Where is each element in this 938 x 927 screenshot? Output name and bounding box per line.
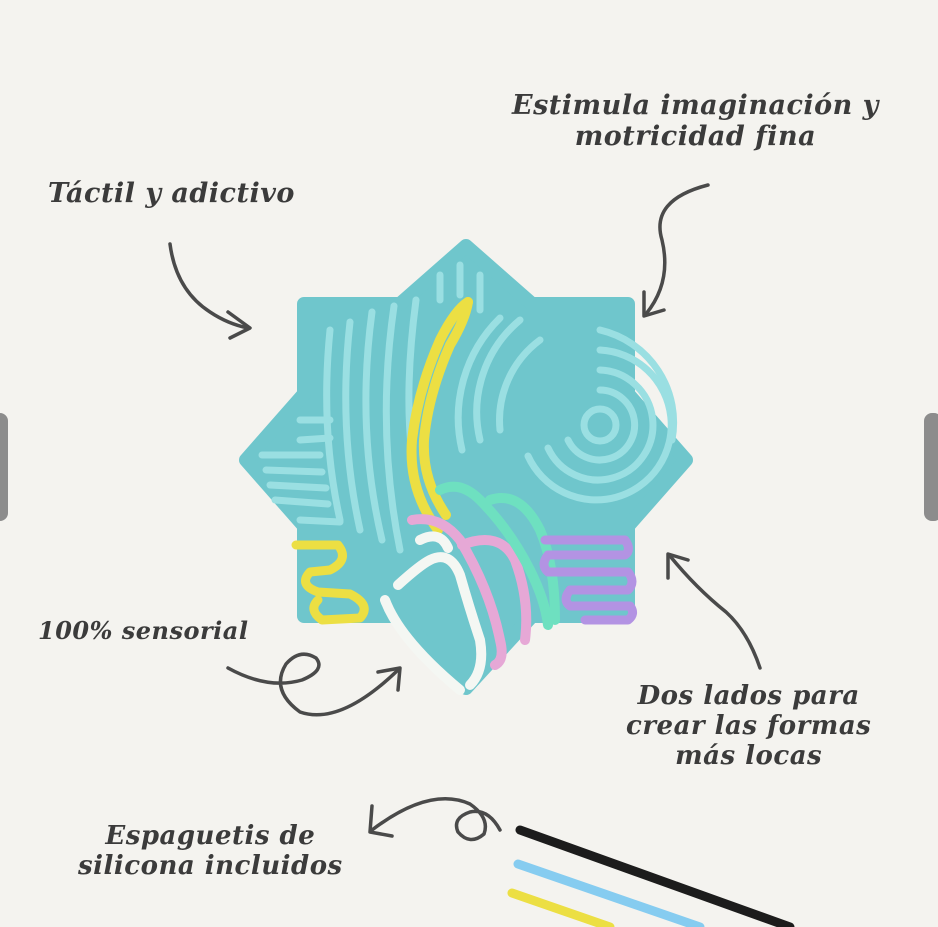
label-espaguetis-line2: silicona incluidos [78, 850, 343, 881]
arrow-tactil [168, 242, 250, 330]
spaghetti-purple [539, 535, 638, 625]
label-espaguetis: Espaguetis de silicona incluidos [78, 821, 343, 882]
spaghetti-blue [513, 859, 705, 927]
label-tactil: Táctil y adictivo [48, 178, 295, 209]
arrow-espaguetis [370, 797, 502, 842]
spaghetti-black [515, 825, 795, 927]
label-espaguetis-line1: Espaguetis de [105, 821, 316, 851]
carousel-prev-tab[interactable] [0, 413, 8, 521]
arrow-estimula [644, 183, 710, 316]
mat-ridges-left [258, 261, 484, 554]
label-estimula-line1: Estimula imaginación y [512, 90, 879, 121]
sensory-mat [239, 239, 693, 695]
spaghetti-pink [407, 514, 532, 670]
label-sensorial: 100% sensorial [38, 616, 249, 645]
spaghetti-yellow-zigzag [291, 540, 369, 625]
label-dos-lados: Dos lados para crear las formas más loca… [626, 681, 872, 772]
spaghetti-mint [435, 481, 560, 630]
spaghetti-white [393, 552, 487, 690]
label-estimula: Estimula imaginación y motricidad fina [512, 90, 879, 152]
label-estimula-line2: motricidad fina [574, 121, 817, 153]
arrow-sensorial [226, 652, 400, 717]
arrow-dos-lados [668, 554, 762, 670]
spaghetti-yellow-top [406, 297, 473, 535]
label-dos-lados-line2: crear las formas [626, 710, 872, 741]
carousel-next-tab[interactable] [924, 413, 938, 521]
label-dos-lados-line1: Dos lados para [637, 681, 860, 711]
spaghetti-yellow-loose [507, 888, 615, 927]
label-dos-lados-line3: más locas [675, 740, 823, 771]
mat-ridges-target [454, 314, 678, 504]
